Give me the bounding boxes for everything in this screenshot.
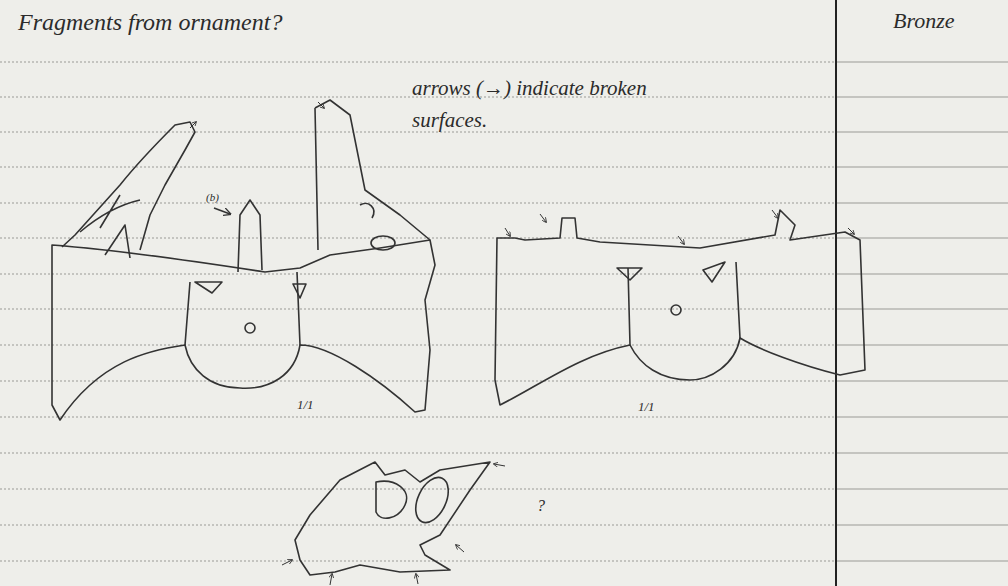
card-title: Fragments from ornament? [18, 10, 282, 34]
query-mark: ? [537, 498, 545, 514]
scale: 1/1 [297, 398, 314, 411]
fragment-a [52, 100, 435, 420]
part-mark: (b) [206, 192, 219, 203]
scale: 1/1 [638, 400, 655, 413]
ruled-lines [0, 62, 1008, 561]
material: Bronze [893, 10, 955, 32]
note: arrows (→) indicate broken surfaces. [412, 72, 647, 136]
fragment-c [282, 462, 505, 585]
column-rule [835, 0, 837, 586]
fragment-b [495, 210, 865, 405]
